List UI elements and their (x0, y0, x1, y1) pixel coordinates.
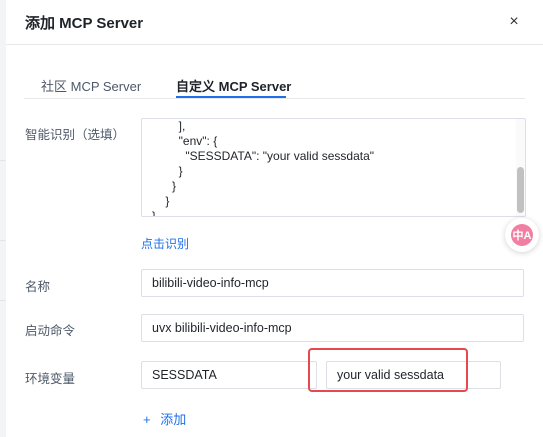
background-page-strip (0, 0, 6, 437)
translate-button[interactable]: 中A (505, 218, 539, 252)
strip-divider (0, 240, 6, 241)
editor-scrollbar[interactable] (516, 119, 525, 216)
name-label: 名称 (25, 280, 51, 294)
recognize-link[interactable]: 点击识别 (141, 237, 190, 251)
dialog-title: 添加 MCP Server (25, 15, 144, 32)
plus-icon: + (143, 412, 151, 427)
strip-divider (0, 300, 6, 301)
env-label: 环境变量 (25, 372, 76, 386)
close-icon[interactable]: × (509, 13, 519, 30)
env-key-input[interactable]: SESSDATA (141, 361, 317, 389)
tab-community-mcp-server[interactable]: 社区 MCP Server (41, 79, 142, 94)
name-input[interactable]: bilibili-video-info-mcp (141, 269, 524, 297)
env-value-input[interactable]: your valid sessdata (326, 361, 501, 389)
smart-recognize-label: 智能识别（选填） (25, 128, 126, 142)
command-input[interactable]: uvx bilibili-video-info-mcp (141, 314, 524, 342)
editor-scrollbar-thumb[interactable] (517, 167, 524, 213)
header-divider (6, 44, 543, 45)
strip-divider (0, 160, 6, 161)
command-label: 启动命令 (25, 324, 76, 338)
highlight-box (308, 348, 468, 392)
tab-custom-mcp-server[interactable]: 自定义 MCP Server (176, 79, 292, 94)
tabs-divider (24, 98, 525, 99)
translate-icon: 中A (511, 224, 533, 246)
smart-recognize-content: ], "env": { "SESSDATA": "your valid sess… (152, 119, 375, 217)
add-mcp-server-dialog: 添加 MCP Server × 社区 MCP Server 自定义 MCP Se… (6, 0, 543, 437)
active-tab-indicator (176, 96, 286, 98)
smart-recognize-textarea[interactable]: ], "env": { "SESSDATA": "your valid sess… (141, 118, 526, 217)
add-env-button[interactable]: + 添加 (143, 409, 186, 428)
add-env-label: 添加 (160, 412, 187, 427)
